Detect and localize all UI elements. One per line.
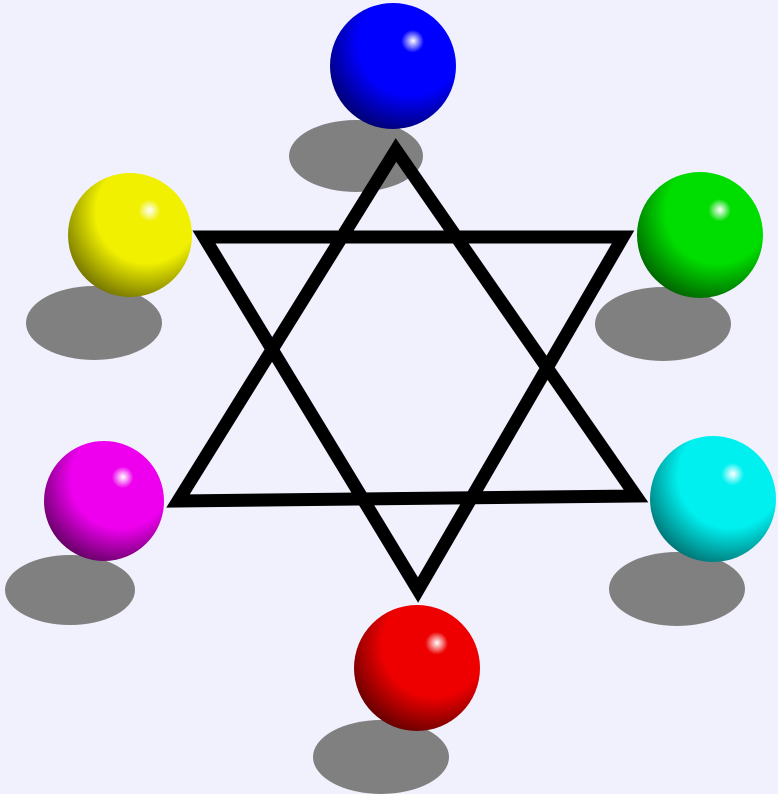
red-shadow [313, 720, 449, 794]
star-of-david [178, 150, 636, 590]
magenta-shadow [5, 555, 135, 625]
green-sphere [637, 172, 763, 298]
blue-sphere [330, 3, 456, 129]
yellow-sphere [68, 173, 192, 297]
downward-triangle [204, 237, 623, 590]
green-shadow [595, 287, 731, 361]
red-sphere [354, 605, 480, 731]
yellow-shadow [26, 286, 162, 360]
magenta-sphere [44, 441, 164, 561]
cyan-shadow [609, 552, 745, 626]
cyan-sphere [650, 436, 776, 562]
